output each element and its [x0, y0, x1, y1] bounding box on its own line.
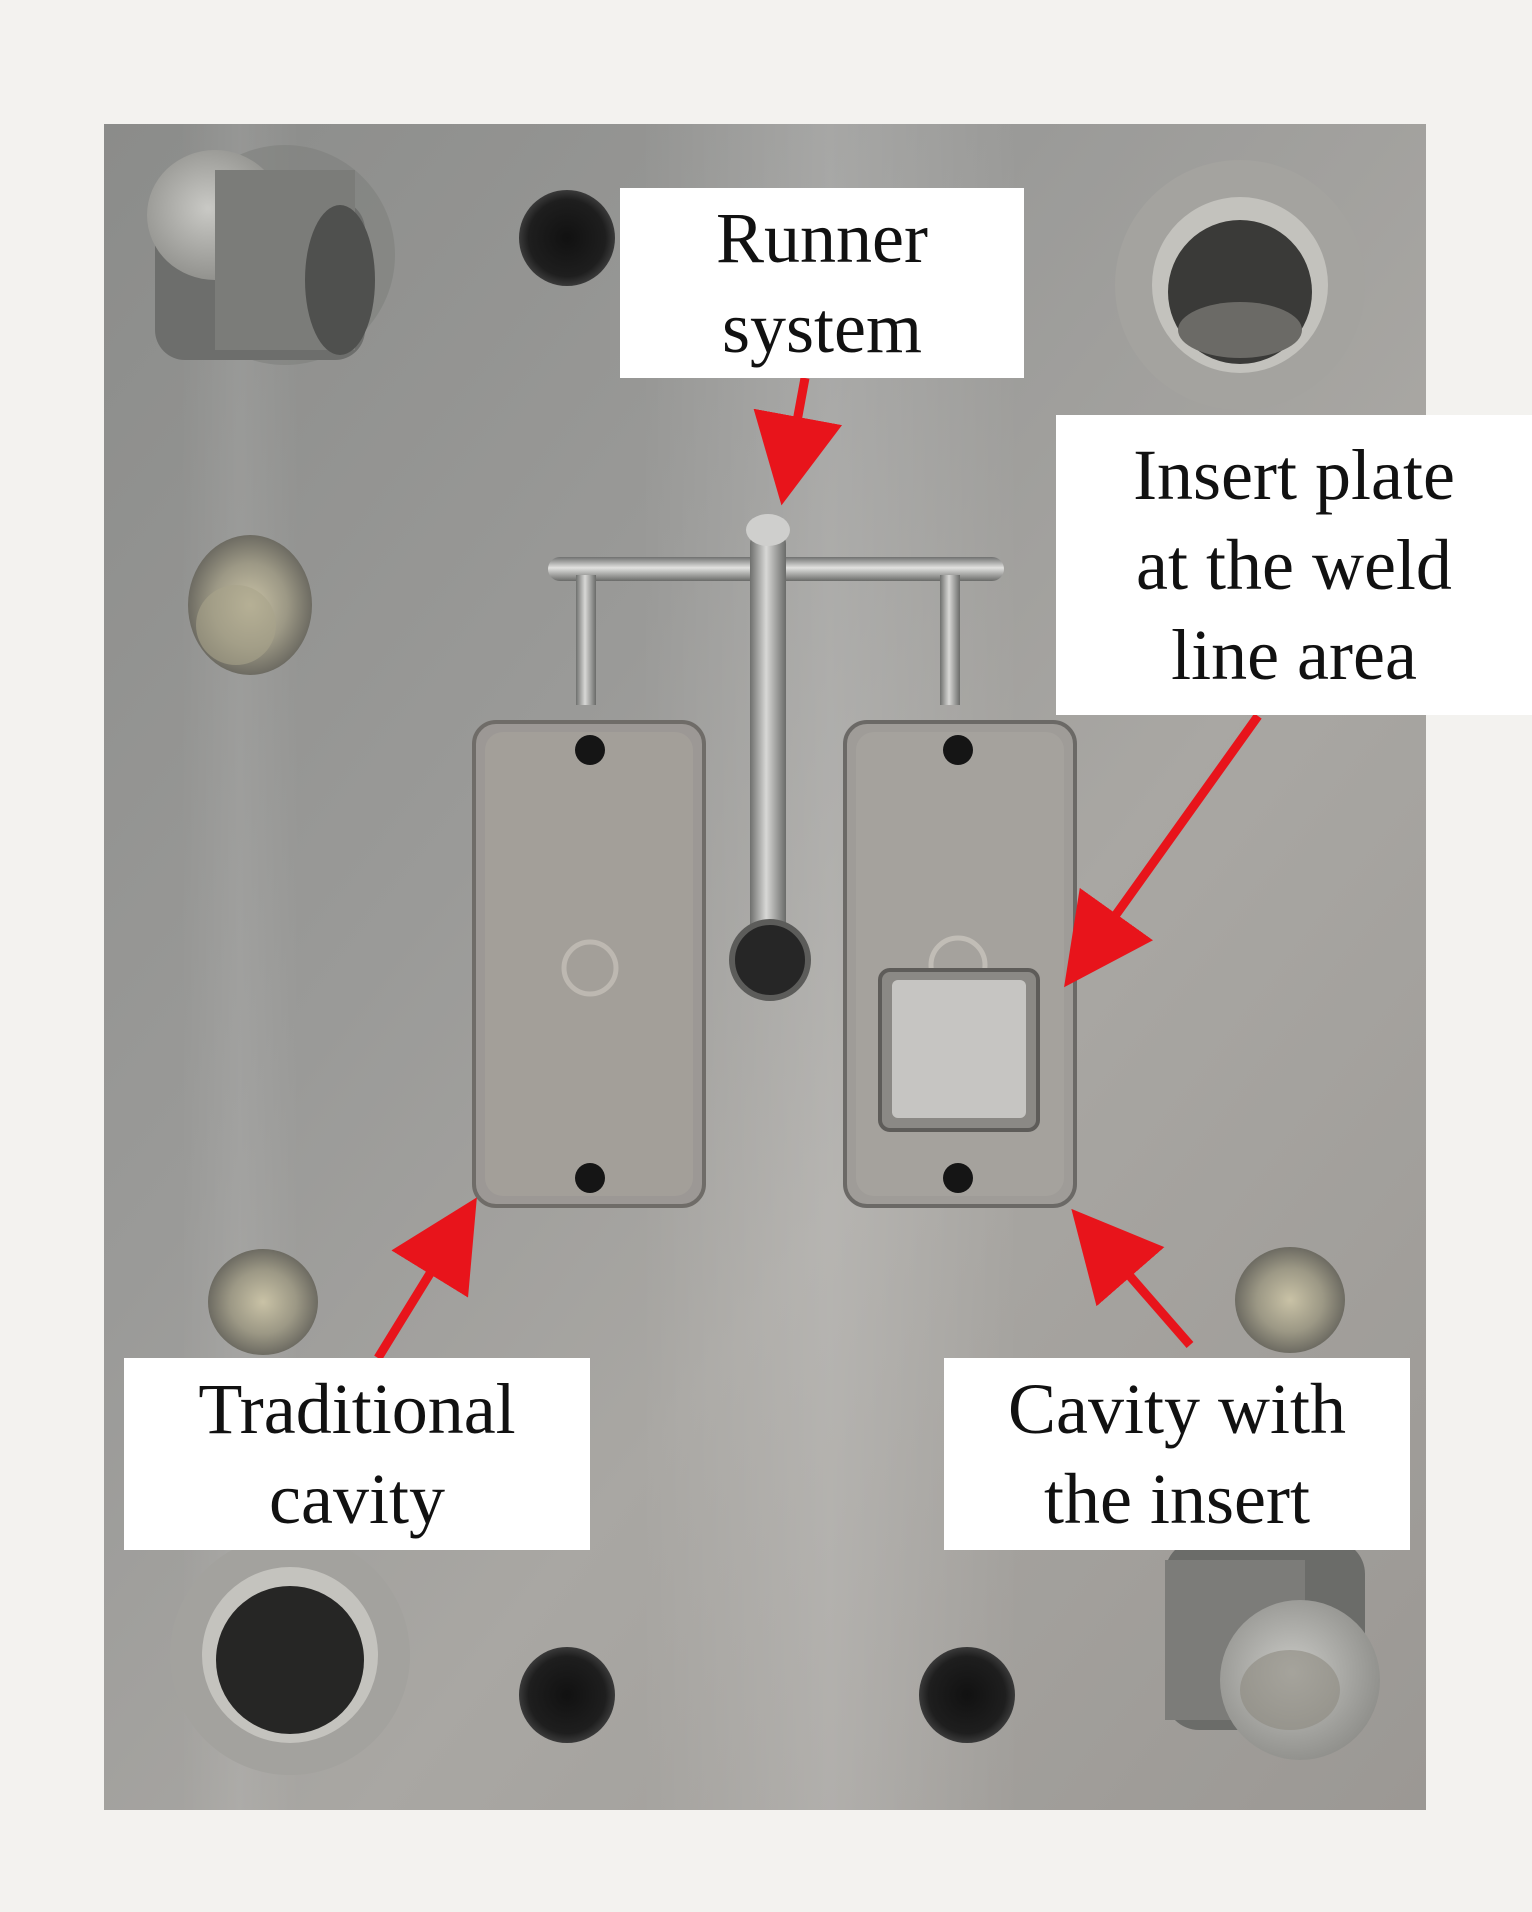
guide-pin-bottom-right: [1165, 1540, 1380, 1760]
arrow-insert-plate: [1064, 713, 1262, 988]
label-insert-plate: Insert plate at the weld line area: [1056, 415, 1532, 715]
label-insert-line2: at the weld: [1136, 525, 1452, 605]
insert-plate-shape: [892, 980, 1026, 1118]
guide-bushing-bottom-left: [170, 1535, 410, 1775]
bolt-head-right-lower: [1235, 1247, 1345, 1353]
arrow-cavity-with-insert: [1071, 1208, 1194, 1348]
through-hole-bottom-left: [519, 1647, 615, 1743]
label-runner-line2: system: [721, 288, 922, 368]
label-traditional-cavity: Traditional cavity: [124, 1358, 590, 1550]
label-traditional-line2: cavity: [269, 1459, 445, 1539]
guide-bushing-top-right: [1115, 160, 1365, 410]
through-hole-bottom-right: [919, 1647, 1015, 1743]
label-runner-system: Runner system: [620, 188, 1024, 378]
arrow-runner-system: [753, 377, 843, 506]
label-cavity-with-insert: Cavity with the insert: [944, 1358, 1410, 1550]
arrow-traditional-cavity: [374, 1197, 477, 1361]
through-hole-top-left: [519, 190, 615, 286]
label-insert-line3: line area: [1171, 615, 1417, 695]
label-cavity-insert-line1: Cavity with: [1008, 1369, 1346, 1449]
bolt-head-left-lower: [208, 1249, 318, 1355]
label-insert-line1: Insert plate: [1133, 435, 1455, 515]
label-traditional-line1: Traditional: [198, 1369, 516, 1449]
runner-system-shape: [548, 514, 1004, 1001]
guide-pin-top-left: [147, 145, 395, 365]
label-cavity-insert-line2: the insert: [1044, 1459, 1310, 1539]
traditional-cavity-shape: [472, 720, 706, 1208]
label-runner-line1: Runner: [716, 198, 928, 278]
cavity-with-insert-shape: [843, 720, 1077, 1208]
